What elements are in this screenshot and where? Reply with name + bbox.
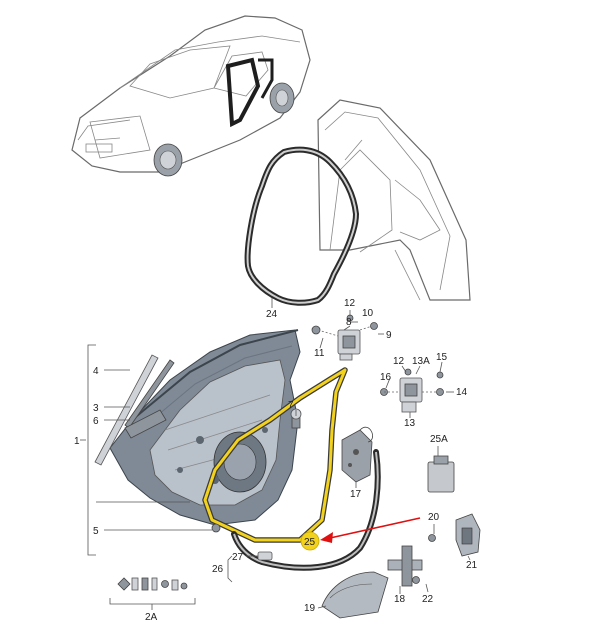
callout-labels: 24 12 8 10 11 9 12 13A 15 16 14 13 4 3 6… (74, 298, 478, 623)
callout-18: 18 (394, 594, 406, 605)
callout-20: 20 (428, 512, 440, 523)
part-19 (321, 571, 389, 619)
fastener-set-2a (117, 577, 188, 591)
callout-26: 26 (212, 564, 224, 575)
callout-8: 8 (346, 317, 352, 328)
screw-5 (211, 523, 221, 533)
callout-14: 14 (456, 387, 468, 398)
callout-21: 21 (466, 560, 478, 571)
callout-2a: 2A (145, 612, 158, 623)
callout-12: 12 (344, 298, 356, 309)
check-strap-18 (387, 534, 436, 587)
red-arrow (320, 517, 421, 543)
callout-19: 19 (304, 603, 316, 614)
callout-6: 6 (93, 416, 99, 427)
group-bracket-1 (80, 344, 96, 556)
callout-13: 13 (404, 418, 416, 429)
door-seal-24 (244, 146, 359, 306)
door-assembly (109, 329, 301, 526)
part-25a (427, 455, 455, 493)
callout-1: 1 (74, 436, 80, 447)
callout-12b: 12 (393, 356, 405, 367)
callout-25-badge (300, 531, 320, 551)
upper-hinge (311, 314, 378, 361)
callout-17: 17 (350, 489, 362, 500)
trim-strips (94, 354, 175, 466)
lower-seal-strip (231, 449, 381, 571)
clip-27 (257, 551, 273, 561)
part-17 (341, 426, 373, 483)
callout-3: 3 (93, 403, 99, 414)
part-21 (455, 513, 481, 557)
highlighted-seal-25 (202, 367, 348, 543)
callout-11: 11 (314, 348, 325, 359)
callout-7: 7 (288, 400, 294, 411)
callout-27: 27 (232, 552, 244, 563)
body-frame-illustration (317, 99, 471, 301)
lower-hinge (380, 368, 444, 413)
group-bracket-2a (109, 598, 196, 610)
callout-22: 22 (422, 594, 434, 605)
callout-13a: 13A (412, 356, 430, 367)
leader-lines (96, 298, 471, 609)
callout-15: 15 (436, 352, 448, 363)
callout-25a: 25A (430, 434, 448, 445)
car-overview-illustration (71, 15, 311, 177)
callout-24: 24 (266, 309, 278, 320)
callout-9: 9 (386, 330, 392, 341)
group-bracket-26 (227, 555, 233, 583)
callout-4: 4 (93, 366, 99, 377)
callout-25: 25 (304, 537, 316, 548)
callout-10: 10 (362, 308, 374, 319)
callout-16: 16 (380, 372, 392, 383)
callout-5: 5 (93, 526, 99, 537)
